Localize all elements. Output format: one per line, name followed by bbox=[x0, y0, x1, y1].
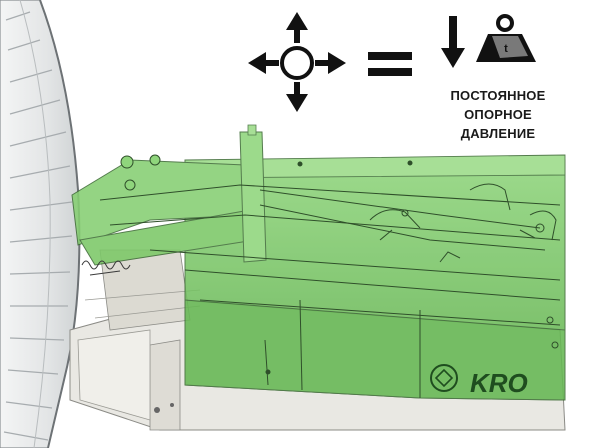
down-arrow-icon bbox=[441, 16, 465, 68]
tractor-tyre bbox=[0, 0, 81, 448]
four-way-arrows-icon bbox=[248, 12, 346, 112]
caption-line-2: ОПОРНОЕ bbox=[464, 107, 532, 122]
brand-logo: KRO bbox=[430, 364, 528, 398]
caption-line-1: ПОСТОЯННОЕ bbox=[450, 88, 546, 103]
legend-caption: ПОСТОЯННОЕ ОПОРНОЕ ДАВЛЕНИЕ bbox=[436, 86, 560, 143]
brand-text: KRO bbox=[470, 368, 528, 398]
weight-icon: t bbox=[476, 14, 536, 62]
equals-sign bbox=[368, 52, 412, 76]
mower-unit-highlight bbox=[71, 124, 566, 401]
caption-line-3: ДАВЛЕНИЕ bbox=[460, 126, 536, 141]
weight-label: t bbox=[504, 43, 508, 55]
mechanism-linework bbox=[99, 154, 561, 398]
spring-icon bbox=[81, 260, 131, 276]
